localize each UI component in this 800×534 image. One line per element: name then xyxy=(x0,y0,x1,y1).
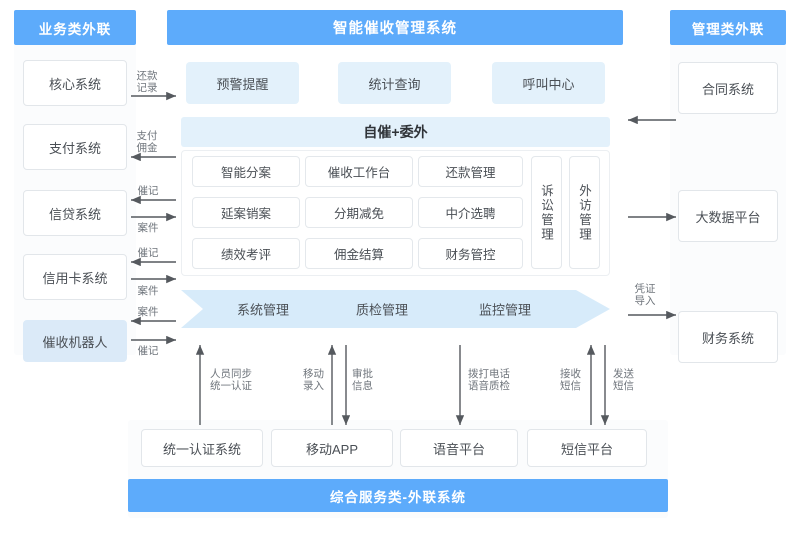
arrow-label-send-sms: 发送短信 xyxy=(613,368,634,392)
chevron-label-monitor-management: 监控管理 xyxy=(479,302,532,318)
arrow-label-staff-sync-auth: 人员同步统一认证 xyxy=(210,368,252,392)
module-case-postpone-close[interactable]: 延案销案 xyxy=(192,197,300,228)
module-field-visit-management[interactable]: 外访管理 xyxy=(569,156,600,269)
module-litigation-management[interactable]: 诉讼管理 xyxy=(531,156,562,269)
chevron-label-quality-management: 质检管理 xyxy=(356,302,409,318)
bottom-panel-header: 综合服务类-外联系统 xyxy=(128,479,668,512)
arrow-label-card-case: 案件 xyxy=(137,285,159,297)
chevron-label-system-management: 系统管理 xyxy=(237,302,290,318)
bottom-item-sms-platform[interactable]: 短信平台 xyxy=(527,429,647,467)
right-item-finance-system[interactable]: 财务系统 xyxy=(678,311,778,363)
chevron-shape xyxy=(181,290,610,328)
center-top-module-callcenter[interactable]: 呼叫中心 xyxy=(492,62,605,104)
left-item-collection-robot[interactable]: 催收机器人 xyxy=(23,320,127,362)
arrow-label-dial-voice-qc: 拨打电话语音质检 xyxy=(468,368,510,392)
arrow-label-credit-case: 案件 xyxy=(137,222,159,234)
left-item-payment-system[interactable]: 支付系统 xyxy=(23,124,127,170)
left-item-credit-system[interactable]: 信贷系统 xyxy=(23,190,127,236)
arrow-label-approval-info: 审批信息 xyxy=(352,368,373,392)
module-collection-workbench[interactable]: 催收工作台 xyxy=(305,156,413,187)
arrow-label-card-reminder: 催记 xyxy=(137,247,159,259)
arrow-label-robot-reminder: 催记 xyxy=(137,345,159,357)
module-financial-control[interactable]: 财务管控 xyxy=(418,238,523,269)
bottom-item-unified-auth[interactable]: 统一认证系统 xyxy=(141,429,263,467)
arrow-label-credit-reminder: 催记 xyxy=(137,185,159,197)
right-panel-header: 管理类外联 xyxy=(670,10,786,45)
arrow-label-receive-sms: 接收短信 xyxy=(560,368,581,392)
center-top-module-warning[interactable]: 预警提醒 xyxy=(186,62,299,104)
left-panel-header: 业务类外联 xyxy=(14,10,136,45)
center-top-module-statistics[interactable]: 统计查询 xyxy=(338,62,451,104)
module-agency-recruitment[interactable]: 中介选聘 xyxy=(418,197,523,228)
arrow-label-voucher-import: 凭证导入 xyxy=(634,283,656,307)
arrow-label-mobile-entry: 移动录入 xyxy=(303,368,324,392)
bottom-item-voice-platform[interactable]: 语音平台 xyxy=(400,429,518,467)
arrow-label-payment-commission: 支付佣金 xyxy=(136,130,158,154)
management-chevron-band: 系统管理 质检管理 监控管理 xyxy=(181,286,610,332)
module-installment-reduction[interactable]: 分期减免 xyxy=(305,197,413,228)
bottom-item-mobile-app[interactable]: 移动APP xyxy=(271,429,393,467)
right-item-bigdata-platform[interactable]: 大数据平台 xyxy=(678,190,778,242)
left-item-creditcard-system[interactable]: 信用卡系统 xyxy=(23,254,127,300)
module-repayment-management[interactable]: 还款管理 xyxy=(418,156,523,187)
arrow-label-robot-case: 案件 xyxy=(137,306,159,318)
module-intelligent-allocation[interactable]: 智能分案 xyxy=(192,156,300,187)
left-item-core-system[interactable]: 核心系统 xyxy=(23,60,127,106)
module-performance-appraisal[interactable]: 绩效考评 xyxy=(192,238,300,269)
arrow-label-repayment-record: 还款记录 xyxy=(136,70,158,94)
module-commission-settlement[interactable]: 佣金结算 xyxy=(305,238,413,269)
self-collection-bar: 自催+委外 xyxy=(181,117,610,147)
right-item-contract-system[interactable]: 合同系统 xyxy=(678,62,778,114)
center-panel-header: 智能催收管理系统 xyxy=(167,10,623,45)
